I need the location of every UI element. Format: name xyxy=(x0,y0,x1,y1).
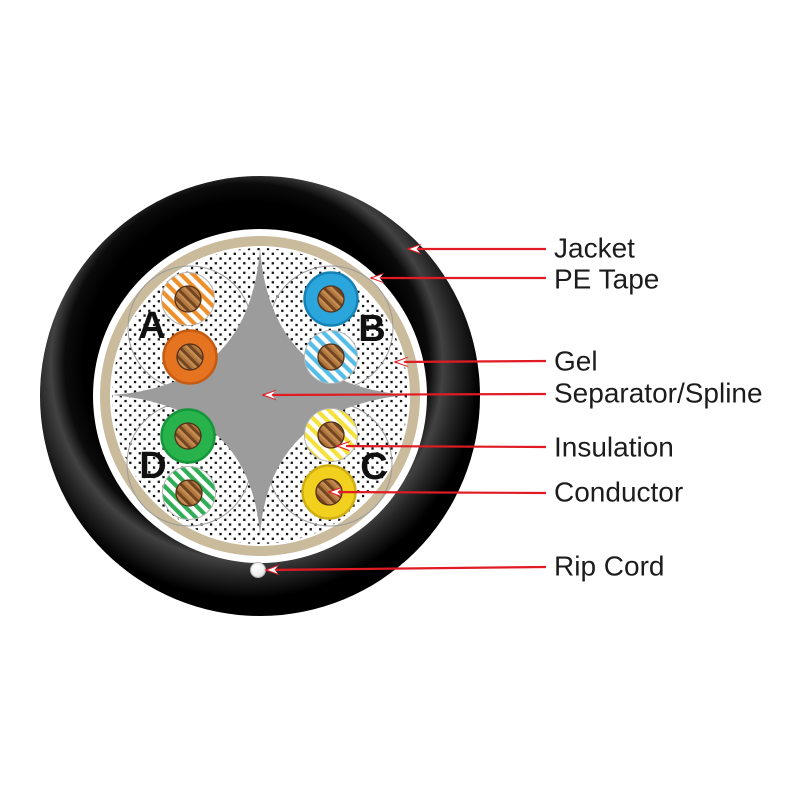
quadrant-label-a: A xyxy=(138,305,165,347)
wire-b-striped-conductor xyxy=(317,343,345,371)
rip-cord-dot xyxy=(250,562,266,578)
wire-d-striped-conductor xyxy=(175,479,203,507)
quadrant-label-c: C xyxy=(360,446,387,488)
wire-a-solid-conductor xyxy=(176,343,204,371)
pair-d xyxy=(160,408,216,520)
label-gel: Gel xyxy=(554,346,598,377)
leader-lines xyxy=(261,243,547,576)
wire-d-solid-conductor xyxy=(174,422,202,450)
separator-spline xyxy=(112,248,408,535)
label-pe-tape: PE Tape xyxy=(554,264,659,295)
quadrant-label-b: B xyxy=(358,308,385,350)
leader-conductor xyxy=(327,486,547,498)
wire-b-solid-conductor xyxy=(317,285,345,313)
wire-c-striped-conductor xyxy=(317,421,345,449)
leader-rip-cord xyxy=(264,564,547,576)
label-insulation: Insulation xyxy=(554,432,674,463)
leader-separator xyxy=(261,389,547,401)
label-conductor: Conductor xyxy=(554,477,683,508)
cable-body: A B D C xyxy=(40,176,480,616)
wire-a-striped-conductor xyxy=(174,285,202,313)
leader-gel xyxy=(393,356,547,368)
pair-b xyxy=(303,271,359,384)
label-separator: Separator/Spline xyxy=(554,378,763,409)
label-jacket: Jacket xyxy=(554,233,635,264)
pair-a xyxy=(161,272,218,385)
quadrant-label-d: D xyxy=(139,445,166,487)
label-rip-cord: Rip Cord xyxy=(554,551,664,582)
leader-insulation xyxy=(335,440,547,452)
legend-labels: Jacket PE Tape Gel Separator/Spline Insu… xyxy=(554,233,763,582)
